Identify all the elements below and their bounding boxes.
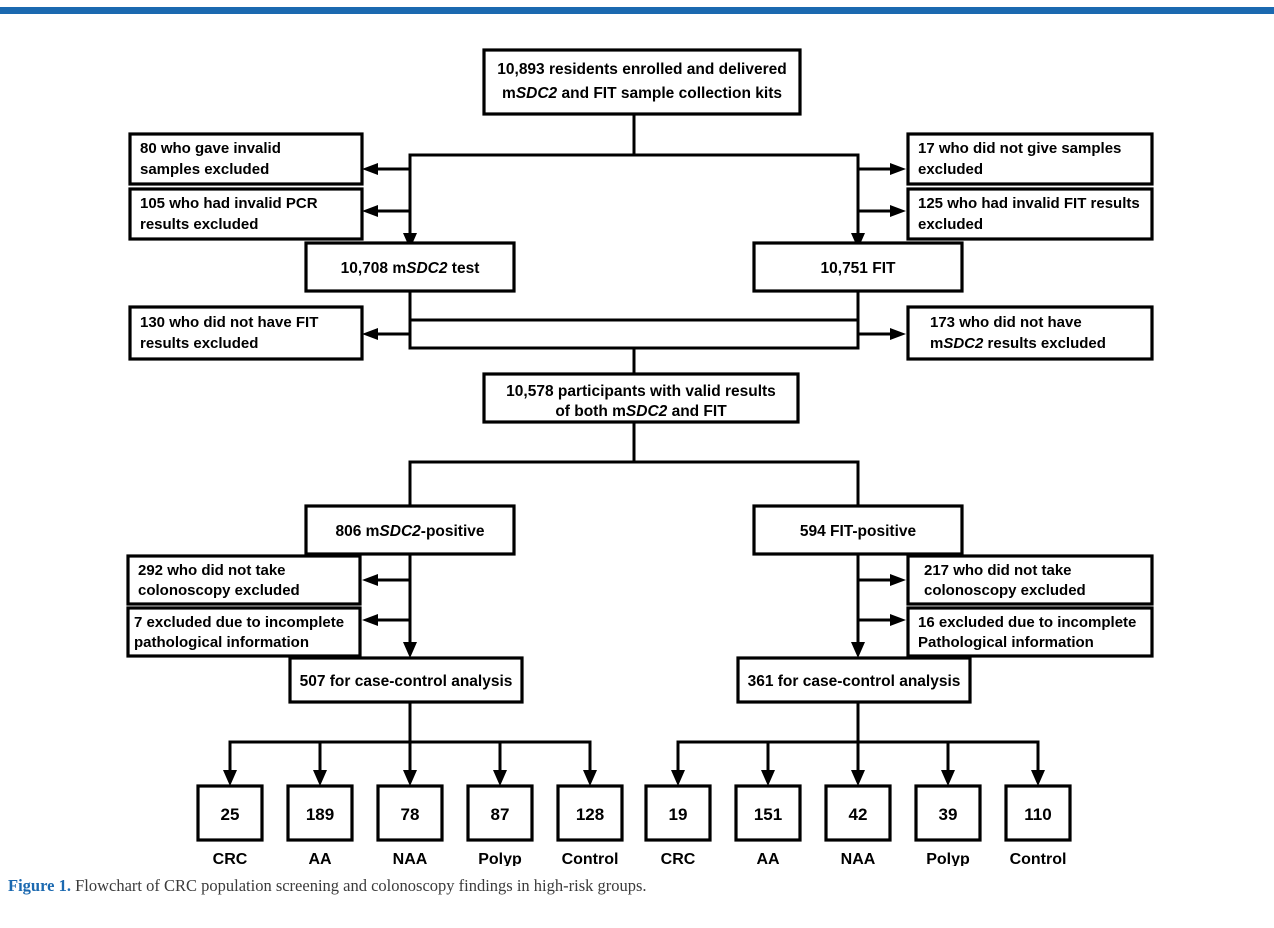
node-enrolled-line2: mSDC2 and FIT sample collection kits (502, 85, 782, 102)
node-fit-positive: 594 FIT-positive (752, 504, 964, 556)
figure-number: Figure 1. (8, 876, 71, 895)
excl-no-colo-left-line2: colonoscopy excluded (138, 582, 300, 599)
excl-no-colo-left-line1: 292 who did not take (138, 562, 286, 579)
excl-invalid-fit-line2: excluded (918, 216, 983, 233)
outcome-left-0-label: CRC (213, 851, 248, 866)
outcome-left-3-label: Polyp (478, 851, 522, 866)
outcome-right-3-label: Polyp (926, 851, 970, 866)
node-excl-invalid-samples: 80 who gave invalid samples excluded (128, 132, 364, 186)
node-enrolled-line1: 10,893 residents enrolled and delivered (497, 61, 786, 78)
msdc2-test-label: 10,708 mSDC2 test (341, 260, 480, 277)
node-valid-both: 10,578 participants with valid results o… (482, 372, 800, 424)
figure-caption: Figure 1. Flowchart of CRC population sc… (8, 875, 1266, 896)
excl-invalid-pcr-line1: 105 who had invalid PCR (140, 195, 318, 212)
figure-flowchart: 10,893 residents enrolled and delivered … (0, 14, 1274, 866)
excl-no-colo-right-line1: 217 who did not take (924, 562, 1072, 579)
excl-invalid-fit-line1: 125 who had invalid FIT results (918, 195, 1140, 212)
valid-both-line1: 10,578 participants with valid results (506, 383, 776, 400)
outcome-right-4-label: Control (1010, 851, 1067, 866)
outcome-right-1: 151 AA (734, 784, 802, 866)
excl-invalid-samples-line1: 80 who gave invalid (140, 140, 281, 157)
node-msdc2-test: 10,708 mSDC2 test (304, 241, 516, 293)
valid-both-line2: of both mSDC2 and FIT (555, 403, 727, 420)
node-excl-no-colo-right: 217 who did not take colonoscopy exclude… (906, 554, 1154, 606)
outcome-right-1-value: 151 (754, 805, 782, 824)
outcome-right-2-value: 42 (849, 805, 868, 824)
outcome-left-2: 78 NAA (376, 784, 444, 866)
figure-caption-text: Flowchart of CRC population screening an… (70, 876, 647, 895)
node-excl-no-colo-left: 292 who did not take colonoscopy exclude… (126, 554, 362, 606)
node-excl-incomplete-left: 7 excluded due to incomplete pathologica… (126, 606, 362, 658)
case-control-right-label: 361 for case-control analysis (748, 673, 961, 690)
outcome-right-4: 110 Control (1004, 784, 1072, 866)
excl-invalid-pcr-line2: results excluded (140, 216, 258, 233)
outcome-left-3: 87 Polyp (466, 784, 534, 866)
excl-no-fit-results-line1: 130 who did not have FIT (140, 314, 318, 331)
excl-no-colo-right-line2: colonoscopy excluded (924, 582, 1086, 599)
excl-incomplete-right-line1: 16 excluded due to incomplete (918, 614, 1136, 631)
node-excl-no-samples: 17 who did not give samples excluded (906, 132, 1154, 186)
connector-layer (223, 112, 1045, 786)
top-rule-divider (0, 7, 1274, 14)
outcome-left-4-label: Control (562, 851, 619, 866)
fit-test-label: 10,751 FIT (821, 260, 896, 277)
outcome-left-2-value: 78 (401, 805, 420, 824)
excl-no-msdc2-results-line2: mSDC2 results excluded (930, 335, 1106, 352)
excl-incomplete-left-line1: 7 excluded due to incomplete (134, 614, 344, 631)
node-enrolled: 10,893 residents enrolled and delivered … (482, 48, 802, 116)
node-excl-no-fit-results: 130 who did not have FIT results exclude… (128, 305, 364, 361)
case-control-left-label: 507 for case-control analysis (300, 673, 513, 690)
outcome-left-1: 189 AA (286, 784, 354, 866)
node-case-control-left: 507 for case-control analysis (288, 656, 524, 704)
node-msdc2-positive: 806 mSDC2-positive (304, 504, 516, 556)
outcome-right-0: 19 CRC (644, 784, 712, 866)
outcome-left-0: 25 CRC (196, 784, 264, 866)
excl-no-msdc2-results-line1: 173 who did not have (930, 314, 1082, 331)
node-case-control-right: 361 for case-control analysis (736, 656, 972, 704)
outcome-right-3-value: 39 (939, 805, 958, 824)
outcome-right-2: 42 NAA (824, 784, 892, 866)
node-excl-invalid-pcr: 105 who had invalid PCR results excluded (128, 187, 364, 241)
excl-no-fit-results-line2: results excluded (140, 335, 258, 352)
outcome-left-1-value: 189 (306, 805, 334, 824)
excl-incomplete-right-line2: Pathological information (918, 634, 1094, 651)
fit-positive-label: 594 FIT-positive (800, 523, 917, 540)
node-excl-invalid-fit: 125 who had invalid FIT results excluded (906, 187, 1154, 241)
msdc2-positive-label: 806 mSDC2-positive (335, 523, 484, 540)
outcome-left-2-label: NAA (393, 851, 428, 866)
node-excl-no-msdc2-results: 173 who did not have mSDC2 results exclu… (906, 305, 1154, 361)
excl-invalid-samples-line2: samples excluded (140, 161, 269, 178)
outcome-right-0-value: 19 (669, 805, 688, 824)
outcome-right-1-label: AA (756, 851, 780, 866)
outcome-left-4: 128 Control (556, 784, 624, 866)
outcome-right-0-label: CRC (661, 851, 696, 866)
excl-no-samples-line1: 17 who did not give samples (918, 140, 1121, 157)
outcome-right-4-value: 110 (1024, 805, 1051, 824)
excl-no-samples-line2: excluded (918, 161, 983, 178)
outcome-left-0-value: 25 (221, 805, 240, 824)
excl-incomplete-left-line2: pathological information (134, 634, 309, 651)
outcome-left-1-label: AA (308, 851, 332, 866)
outcome-left-4-value: 128 (576, 805, 604, 824)
outcome-right-3: 39 Polyp (914, 784, 982, 866)
outcome-left-3-value: 87 (491, 805, 510, 824)
outcome-right-2-label: NAA (841, 851, 876, 866)
node-excl-incomplete-right: 16 excluded due to incomplete Pathologic… (906, 606, 1154, 658)
node-fit-test: 10,751 FIT (752, 241, 964, 293)
